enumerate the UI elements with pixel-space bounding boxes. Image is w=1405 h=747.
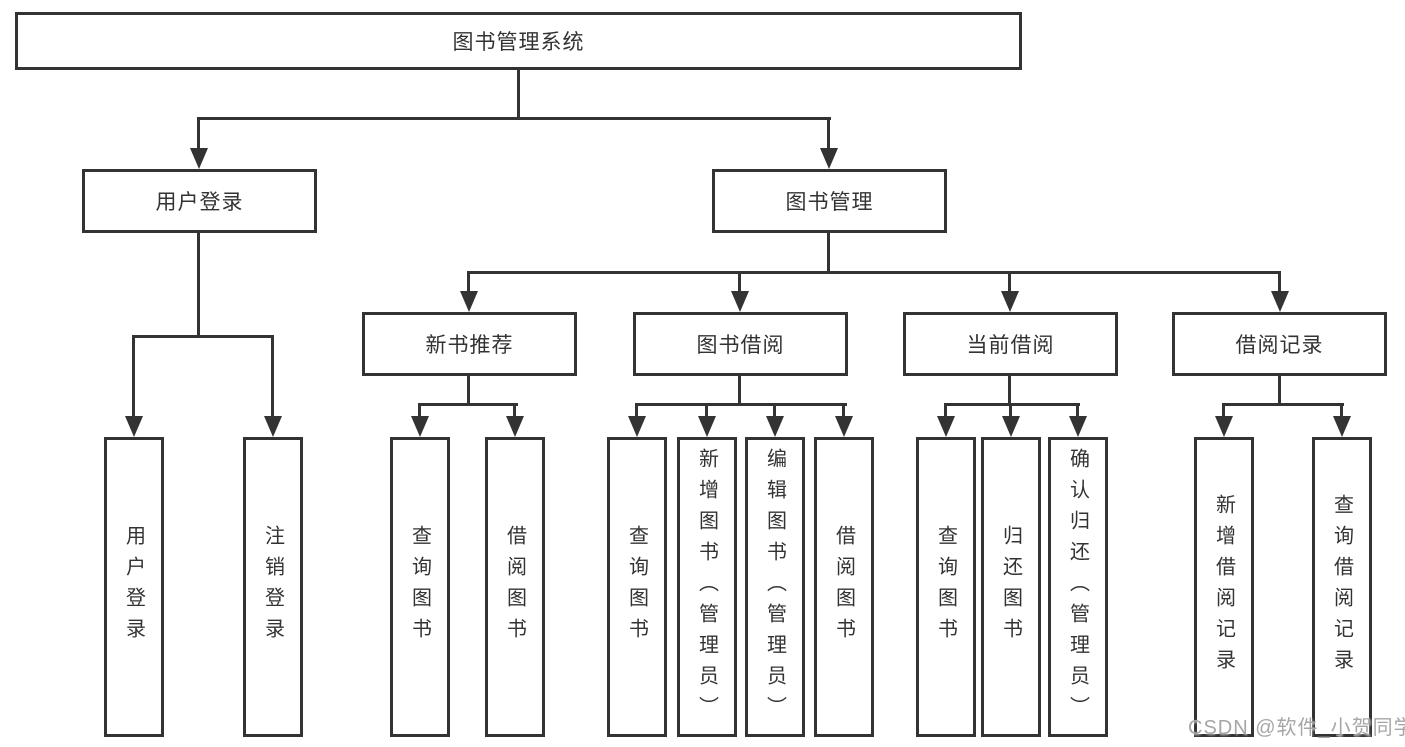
arrow-down-icon (1271, 291, 1289, 312)
arrow-down-icon (628, 416, 646, 437)
arrow-down-icon (411, 416, 429, 437)
connector-drop (944, 405, 947, 421)
node-new-book-recommend: 新书推荐 (362, 312, 577, 376)
connector-drop (635, 405, 638, 421)
connector-root-stem (517, 70, 520, 119)
leaf-query-book: 查询图书 (390, 437, 450, 737)
arrow-down-icon (820, 148, 838, 169)
leaf-edit-book-admin: 编辑图书（管理员） (745, 437, 805, 737)
leaf-logout: 注销登录 (243, 437, 303, 737)
arrow-down-icon (264, 416, 282, 437)
connector-level2-rail (197, 117, 831, 120)
node-root: 图书管理系统 (15, 12, 1022, 70)
arrow-down-icon (125, 416, 143, 437)
connector-user-login-stem (197, 233, 200, 337)
connector-stem-new-book (467, 376, 470, 405)
node-book-borrow: 图书借阅 (633, 312, 848, 376)
connector-drop (773, 405, 776, 421)
leaf-add-borrow-record: 新增借阅记录 (1194, 437, 1254, 737)
arrow-down-icon (937, 416, 955, 437)
arrow-down-icon (1001, 291, 1019, 312)
connector-drop (1340, 405, 1343, 421)
connector-drop-current-borrow (1008, 273, 1011, 295)
leaf-borrow-book: 借阅图书 (814, 437, 874, 737)
connector-drop (1222, 405, 1225, 421)
connector-rail-borrow-record (1222, 403, 1344, 406)
connector-drop-new-book (467, 273, 470, 295)
connector-drop-book-management (827, 119, 830, 153)
arrow-down-icon (1002, 416, 1020, 437)
connector-drop (1009, 405, 1012, 421)
arrow-down-icon (1215, 416, 1233, 437)
connector-drop (705, 405, 708, 421)
connector-drop-borrow-record (1278, 273, 1281, 295)
node-book-management: 图书管理 (712, 169, 947, 233)
leaf-user-login: 用户登录 (104, 437, 164, 737)
node-user-login: 用户登录 (82, 169, 317, 233)
leaf-borrow-book: 借阅图书 (485, 437, 545, 737)
csdn-watermark: CSDN @软件_小贺同学 (1188, 717, 1405, 739)
connector-book-management-stem (827, 233, 830, 273)
connector-drop (1076, 405, 1079, 421)
connector-drop (513, 405, 516, 421)
leaf-add-book-admin: 新增图书（管理员） (677, 437, 737, 737)
connector-drop (842, 405, 845, 421)
connector-drop-book-borrow (738, 273, 741, 295)
connector-rail-current-borrow (944, 403, 1080, 406)
connector-stem-book-borrow (738, 376, 741, 405)
arrow-down-icon (698, 416, 716, 437)
arrow-down-icon (1333, 416, 1351, 437)
connector-drop-leaf-login (132, 337, 135, 421)
connector-stem-current-borrow (1008, 376, 1011, 405)
leaf-query-book: 查询图书 (916, 437, 976, 737)
node-borrow-record: 借阅记录 (1172, 312, 1387, 376)
connector-stem-borrow-record (1278, 376, 1281, 405)
connector-user-login-rail (132, 335, 274, 338)
leaf-return-book: 归还图书 (981, 437, 1041, 737)
connector-rail-book-borrow (635, 403, 847, 406)
connector-level3-rail (467, 271, 1281, 274)
arrow-down-icon (460, 291, 478, 312)
arrow-down-icon (506, 416, 524, 437)
leaf-query-book: 查询图书 (607, 437, 667, 737)
arrow-down-icon (731, 291, 749, 312)
node-current-borrow: 当前借阅 (903, 312, 1118, 376)
connector-drop-leaf-logout (271, 337, 274, 421)
arrow-down-icon (766, 416, 784, 437)
connector-rail-new-book (418, 403, 518, 406)
leaf-confirm-return-admin: 确认归还（管理员） (1048, 437, 1108, 737)
connector-drop-user-login (197, 119, 200, 153)
arrow-down-icon (835, 416, 853, 437)
arrow-down-icon (190, 148, 208, 169)
arrow-down-icon (1069, 416, 1087, 437)
leaf-query-borrow-record: 查询借阅记录 (1312, 437, 1372, 737)
connector-drop (418, 405, 421, 421)
